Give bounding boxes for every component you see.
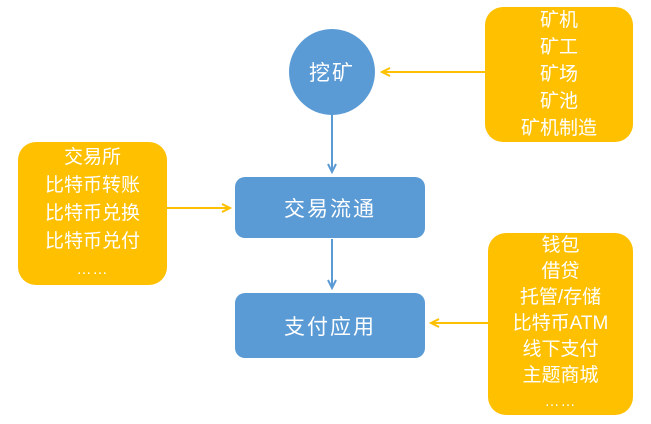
- box-mining-ecosystem[interactable]: 矿机 矿工 矿场 矿池 矿机制造: [485, 7, 633, 142]
- node-trading[interactable]: 交易流通: [235, 177, 425, 238]
- box-exchange[interactable]: 交易所 比特币转账 比特币兑换 比特币兑付 ……: [18, 142, 167, 285]
- box-mining-line: 矿工: [539, 37, 578, 58]
- box-payment-line: 线下支付: [522, 339, 599, 360]
- node-payment-label: 支付应用: [284, 315, 376, 339]
- box-mining-line: 矿池: [539, 91, 578, 112]
- box-payment-line: 托管/存储: [519, 287, 602, 308]
- box-mining-line: 矿机制造: [520, 118, 597, 139]
- box-exchange-line: 交易所: [63, 146, 121, 168]
- box-payment-line: 主题商城: [522, 365, 599, 386]
- node-payment[interactable]: 支付应用: [235, 293, 425, 358]
- node-trading-label: 交易流通: [284, 197, 376, 221]
- node-mining[interactable]: 挖矿: [289, 29, 375, 115]
- box-payment-line: 借贷: [541, 261, 580, 282]
- box-exchange-line: 比特币兑换: [44, 202, 140, 224]
- box-exchange-line: 比特币兑付: [44, 230, 140, 252]
- box-payment-line: 钱包: [541, 235, 580, 256]
- box-payment-ellipsis: ……: [544, 393, 577, 410]
- box-exchange-line: 比特币转账: [44, 174, 140, 196]
- box-mining-line: 矿场: [539, 64, 578, 85]
- box-mining-line: 矿机: [539, 10, 578, 31]
- box-payment-apps[interactable]: 钱包 借贷 托管/存储 比特币ATM 线下支付 主题商城 ……: [488, 233, 633, 415]
- box-exchange-ellipsis: ……: [76, 260, 109, 278]
- node-mining-label: 挖矿: [309, 62, 355, 85]
- box-payment-line: 比特币ATM: [512, 313, 609, 334]
